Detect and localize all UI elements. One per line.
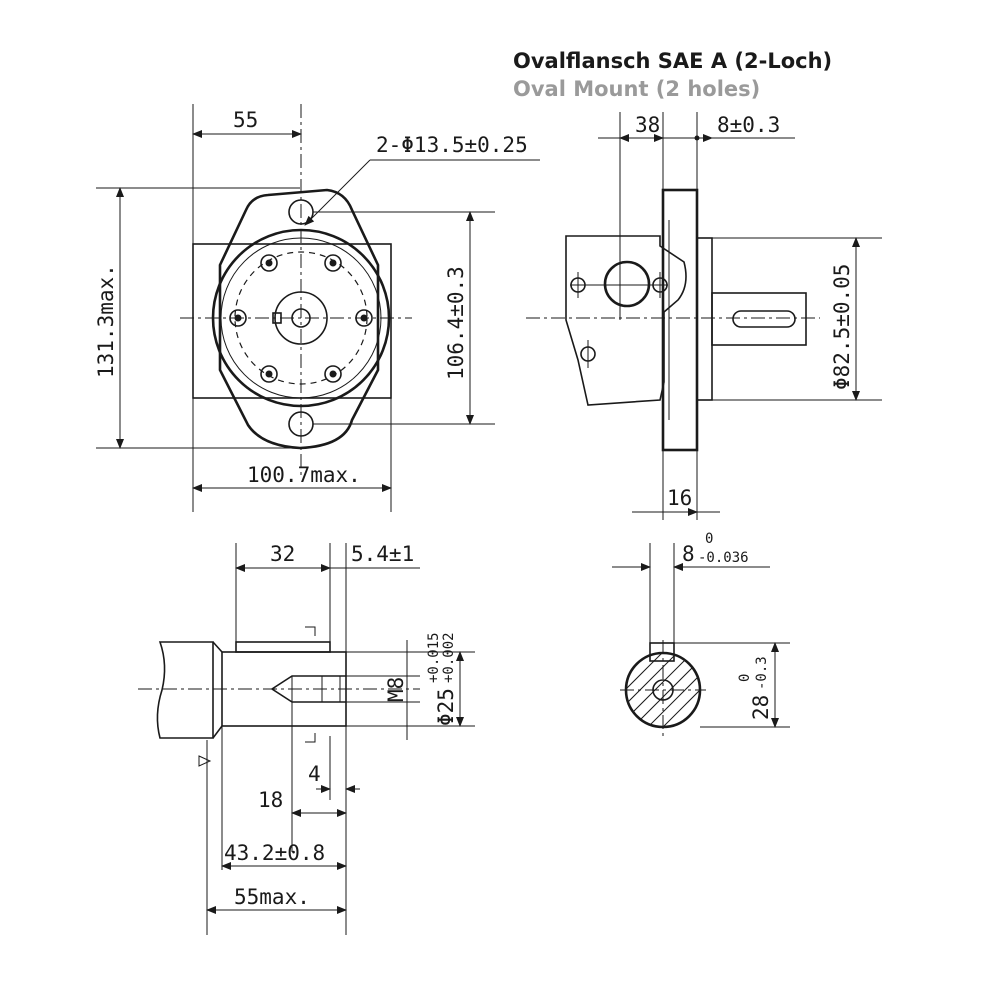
side-port-block [565, 235, 687, 406]
shaft-view: 32 5.4±1 M8 Φ25 +0.015 +0.002 4 18 43.2±… [138, 542, 475, 935]
dim-front-height: 131.3max. [94, 264, 118, 378]
title-primary: Ovalflansch SAE A (2-Loch) [513, 49, 832, 73]
front-housing-body [192, 243, 392, 399]
side-pilot [696, 237, 713, 401]
side-shaft-keyway [732, 310, 796, 328]
dim-key-width: 8 [682, 542, 695, 566]
dim-shaft-18: 18 [258, 788, 283, 812]
shaft-datum-triangle [198, 755, 212, 767]
dim-side-16: 16 [667, 486, 692, 510]
dim-front-width: 100.7max. [247, 463, 361, 487]
dim-key-tol-upper: 0 [705, 531, 713, 547]
dim-shaft-m8: M8 [384, 677, 408, 702]
title-block: Ovalflansch SAE A (2-Loch) Oval Mount (2… [513, 49, 832, 101]
side-flange-plate [661, 188, 699, 452]
shaft-key [235, 641, 331, 653]
dim-key-tol-lower: -0.036 [698, 550, 749, 566]
key-section-key [649, 642, 675, 662]
key-section-hatching [626, 653, 700, 727]
front-oval-flange [218, 188, 380, 450]
side-shaft [711, 292, 807, 346]
dim-shaft-4: 4 [308, 762, 321, 786]
dim-shaft-tol-upper: +0.015 [426, 632, 442, 683]
dim-key-height-tol-lower: -0.3 [754, 656, 770, 690]
dim-shaft-32: 32 [270, 542, 295, 566]
side-view: 38 8±0.3 Φ82.5±0.05 16 [526, 112, 882, 520]
dim-side-38: 38 [635, 113, 660, 137]
dim-front-hole-spacing: 106.4±0.3 [444, 266, 468, 380]
dim-front-55: 55 [233, 108, 258, 132]
title-secondary: Oval Mount (2 holes) [513, 77, 760, 101]
dim-shaft-43-2: 43.2±0.8 [224, 841, 325, 865]
side-port-main [603, 260, 651, 308]
key-section-view: 8 0 -0.036 28 0 -0.3 [612, 531, 790, 740]
dim-side-8: 8±0.3 [717, 113, 780, 137]
dim-key-height-tol-upper: 0 [737, 674, 753, 682]
dim-shaft-dia: Φ25 [434, 688, 458, 726]
dim-side-pilot: Φ82.5±0.05 [830, 264, 854, 390]
dim-key-height: 28 [749, 695, 773, 720]
front-view: 55 2-Φ13.5±0.25 131.3max. 106.4±0.3 100.… [94, 104, 540, 512]
dim-shaft-tol-lower: +0.002 [441, 632, 457, 683]
dim-shaft-5-4: 5.4±1 [351, 542, 414, 566]
dim-shaft-55: 55max. [234, 885, 310, 909]
dim-front-holes: 2-Φ13.5±0.25 [376, 133, 528, 157]
shaft-motor-section [156, 641, 214, 739]
